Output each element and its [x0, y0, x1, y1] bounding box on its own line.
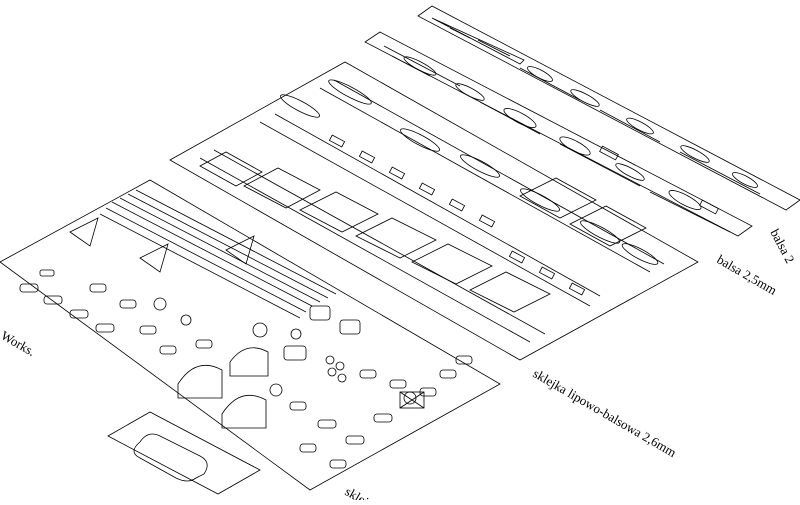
- sheet-outline: [0, 179, 501, 491]
- sheet-parts: [133, 433, 208, 482]
- label-balsa-2-5: balsa 2,5mm: [715, 252, 780, 298]
- sheet-outline: [417, 5, 800, 211]
- sheet-parts: [383, 45, 731, 233]
- sheet-outline: [169, 61, 699, 361]
- sheet-balsa-2: [417, 5, 800, 211]
- sheet-parts: [19, 189, 473, 469]
- sheet-outline: [107, 411, 261, 495]
- sheet-parts: [431, 17, 761, 195]
- sheet-parts: [199, 79, 665, 343]
- sheet-lower: [0, 179, 501, 491]
- label-small-sheet: sklej: [343, 484, 372, 500]
- label-credit: Works.: [0, 328, 38, 359]
- sheet-plywood-2-6: [169, 61, 699, 361]
- label-balsa-2: balsa 2: [767, 226, 797, 265]
- label-plywood: sklejka lipowo-balsowa 2,6mm: [531, 366, 680, 460]
- sheet-balsa-2-5: [364, 31, 753, 237]
- sheet-small: [107, 411, 261, 495]
- sheet-outline: [364, 31, 753, 237]
